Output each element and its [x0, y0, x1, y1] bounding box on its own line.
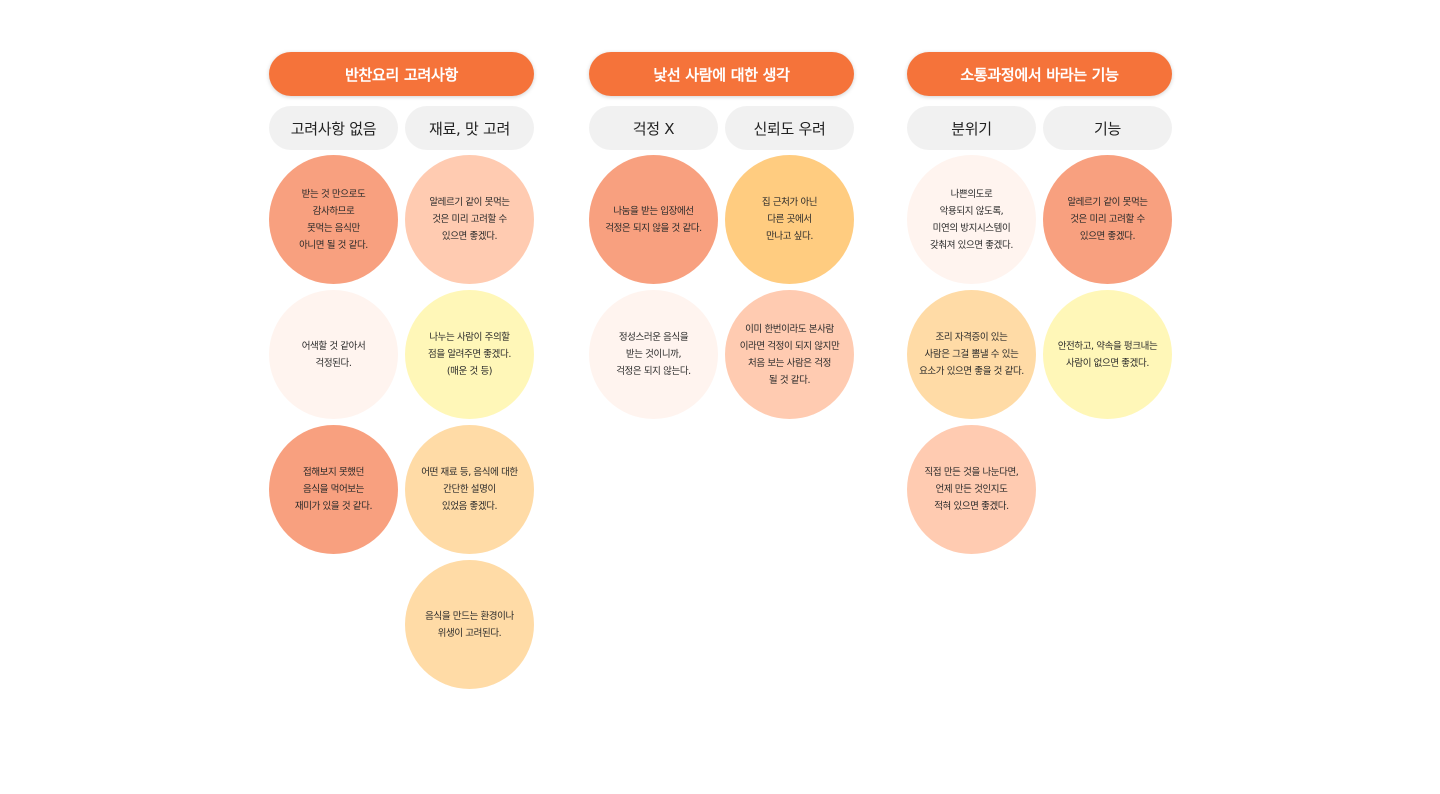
column-features: 기능 알레르기 같이 못먹는 것은 미리 고려할 수 있으면 좋겠다. 안전하고…: [1043, 106, 1172, 419]
note-bubble: 나눔을 받는 입장에선 걱정은 되지 않을 것 같다.: [589, 155, 718, 284]
note-bubble: 안전하고, 약속을 펑크내는 사람이 없으면 좋겠다.: [1043, 290, 1172, 419]
note-bubble: 알레르기 같이 못먹는 것은 미리 고려할 수 있으면 좋겠다.: [1043, 155, 1172, 284]
column-atmosphere: 분위기 나쁜의도로 악용되지 않도록, 미연의 방지시스템이 갖춰져 있으면 좋…: [907, 106, 1036, 554]
column-label: 신뢰도 우려: [725, 106, 854, 150]
column-ingredients-taste: 재료, 맛 고려 알레르기 같이 못먹는 것은 미리 고려할 수 있으면 좋겠다…: [405, 106, 534, 689]
group-title: 소통과정에서 바라는 기능: [907, 52, 1172, 96]
group-desired-features: 소통과정에서 바라는 기능 분위기 나쁜의도로 악용되지 않도록, 미연의 방지…: [907, 52, 1172, 706]
group-thoughts-on-strangers: 낯선 사람에 대한 생각 걱정 X 나눔을 받는 입장에선 걱정은 되지 않을 …: [589, 52, 854, 706]
column-no-considerations: 고려사항 없음 받는 것 만으로도 감사하므로 못먹는 음식만 아니면 될 것 …: [269, 106, 398, 554]
note-bubble: 조리 자격증이 있는 사람은 그걸 뽐낼 수 있는 요소가 있으면 좋을 것 같…: [907, 290, 1036, 419]
group-title: 반찬요리 고려사항: [269, 52, 534, 96]
note-bubble: 집 근처가 아닌 다른 곳에서 만나고 싶다.: [725, 155, 854, 284]
note-bubble: 음식을 만드는 환경이나 위생이 고려된다.: [405, 560, 534, 689]
note-bubble: 나누는 사람이 주의할 점을 알려주면 좋겠다. (매운 것 등): [405, 290, 534, 419]
column-label: 재료, 맛 고려: [405, 106, 534, 150]
note-bubble: 이미 한번이라도 본사람 이라면 걱정이 되지 않지만 처음 보는 사람은 걱정…: [725, 290, 854, 419]
note-bubble: 직접 만든 것을 나눈다면, 언제 만든 것인지도 적혀 있으면 좋겠다.: [907, 425, 1036, 554]
note-bubble: 정성스러운 음식을 받는 것이니까, 걱정은 되지 않는다.: [589, 290, 718, 419]
note-bubble: 접해보지 못했던 음식을 먹어보는 재미가 있을 것 같다.: [269, 425, 398, 554]
note-bubble: 알레르기 같이 못먹는 것은 미리 고려할 수 있으면 좋겠다.: [405, 155, 534, 284]
note-bubble: 받는 것 만으로도 감사하므로 못먹는 음식만 아니면 될 것 같다.: [269, 155, 398, 284]
column-label: 고려사항 없음: [269, 106, 398, 150]
column-label: 분위기: [907, 106, 1036, 150]
column-trust-concern: 신뢰도 우려 집 근처가 아닌 다른 곳에서 만나고 싶다. 이미 한번이라도 …: [725, 106, 854, 419]
group-side-dish-considerations: 반찬요리 고려사항 고려사항 없음 받는 것 만으로도 감사하므로 못먹는 음식…: [269, 52, 534, 706]
note-bubble: 어떤 재료 등, 음식에 대한 간단한 설명이 있었음 좋겠다.: [405, 425, 534, 554]
column-label: 걱정 X: [589, 106, 718, 150]
column-label: 기능: [1043, 106, 1172, 150]
column-no-worry: 걱정 X 나눔을 받는 입장에선 걱정은 되지 않을 것 같다. 정성스러운 음…: [589, 106, 718, 419]
group-title: 낯선 사람에 대한 생각: [589, 52, 854, 96]
note-bubble: 나쁜의도로 악용되지 않도록, 미연의 방지시스템이 갖춰져 있으면 좋겠다.: [907, 155, 1036, 284]
note-bubble: 어색할 것 같아서 걱정된다.: [269, 290, 398, 419]
